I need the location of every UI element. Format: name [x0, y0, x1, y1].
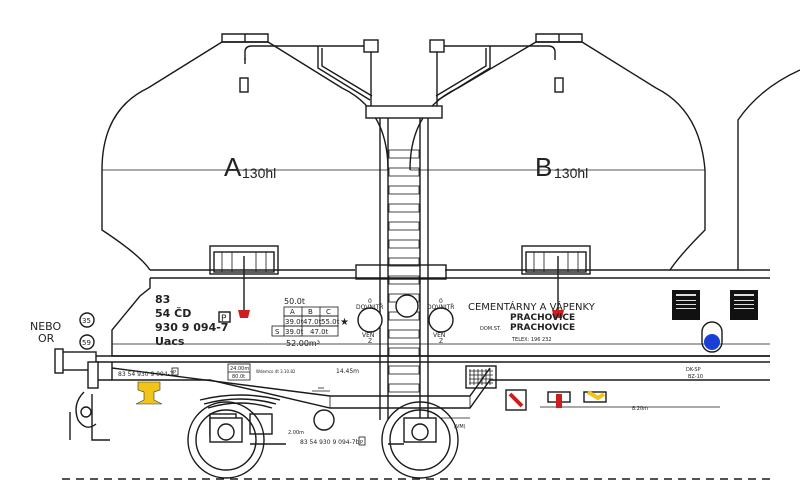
load-table-header-b: B [308, 308, 313, 316]
hopper-b [409, 33, 770, 312]
load-table-r2-a: 39.0t [285, 328, 304, 336]
or-text: OR [38, 332, 55, 345]
valve-right-label-top: DOVNITŘ [427, 303, 454, 311]
handle-red-2[interactable] [547, 391, 571, 408]
p-badge: P [221, 314, 227, 324]
ladder-rung [388, 275, 420, 285]
hopper-b-letter: B [535, 152, 552, 182]
valve-left-top: 0 [368, 298, 372, 305]
dk-label-2: BZ-10 [688, 374, 703, 380]
company-line1: CEMENTÁRNY A VÁPENKY [468, 300, 596, 313]
valve-right-top: 0 [439, 298, 443, 305]
ladder-rung [388, 239, 420, 249]
valve-left-bottom: Z [368, 338, 372, 345]
handle-red[interactable] [505, 389, 527, 411]
grille-lines [469, 369, 493, 385]
hopper-c-partial [737, 69, 800, 270]
ladder-rung [388, 329, 420, 339]
wagon-line2: 54 ČD [155, 307, 191, 320]
load-table-header-c: C [326, 308, 331, 316]
bogie-p-box [358, 436, 366, 446]
ladder [388, 149, 420, 393]
right-dim: 8.20m [632, 406, 648, 412]
load-table-bottom: 52.00m³ [286, 339, 320, 348]
underframe [95, 362, 770, 409]
placard-marks [676, 294, 754, 309]
handle-yellow[interactable] [583, 390, 607, 403]
load-table-star: ★ [340, 317, 349, 328]
ladder-rung [388, 149, 420, 159]
coupling-marker[interactable] [135, 381, 163, 405]
ladder-rung [388, 221, 420, 231]
wagon-line1: 83 [155, 293, 170, 306]
wagon-line3: 930 9 094-7 [155, 321, 228, 334]
valve-right-label-bottom: VEN [433, 332, 445, 339]
ladder-rung [388, 383, 420, 393]
ladder-rung [388, 185, 420, 195]
lamp-housing [701, 321, 723, 353]
ladder-rung [388, 167, 420, 177]
load-table-r1-b: 47.0t [303, 318, 322, 326]
discharge-marker-a [238, 310, 250, 318]
company-line2: PRACHOVICE [510, 313, 575, 323]
hopper-b-volume: 130hl [554, 165, 588, 181]
frame-number: 83 54 930 9 094-7 [118, 371, 174, 378]
top-piping [244, 39, 556, 420]
ladder-rung [388, 365, 420, 375]
wagon-body [95, 264, 770, 363]
ladder-rung [388, 347, 420, 357]
discharge-marker-b [552, 310, 564, 318]
ladder-rung [388, 203, 420, 213]
bogie-p: P [360, 440, 363, 446]
load-table-r2-label: S [275, 328, 280, 336]
hopper-a [101, 33, 389, 312]
load-table-r1-a: 39.0t [285, 318, 304, 326]
valve-right[interactable] [428, 307, 454, 333]
wheel-left [187, 401, 265, 479]
nebo-circle-1-text: 35 [82, 317, 91, 325]
valve-right-bottom: Z [439, 338, 443, 345]
load-table-top: 50.0t [284, 297, 305, 306]
nebo-circle-1 [79, 312, 95, 328]
hopper-a-volume: 130hl [242, 165, 276, 181]
wheel-right [381, 401, 459, 479]
valve-left-label-top: DOVNITŘ [356, 303, 383, 311]
wagon-line4: Uacs [155, 335, 185, 348]
nebo-circle-2-text: 59 [82, 339, 91, 347]
p-badge-box [218, 311, 231, 323]
brake-tag: (VM) [454, 424, 466, 430]
small-box-top: 24.00m [230, 366, 249, 372]
valve-left-label-bottom: VEN [362, 332, 374, 339]
nebo-text: NEBO [30, 320, 62, 333]
company-line3: PRACHOVICE [510, 323, 575, 333]
company-dom-label: DOM.ST. [480, 326, 501, 332]
buffer-coupler[interactable] [54, 348, 110, 441]
company-telex: TELEX: 196 232 [511, 337, 552, 343]
blue-lamp [704, 334, 720, 350]
load-table-r2-b: 47.0t [310, 328, 329, 336]
load-table: 50.0t A B C 39.0t 47.0t 55.0t S 39.0t 47… [271, 297, 349, 348]
ladder-rung [388, 257, 420, 267]
valve-left[interactable] [357, 294, 419, 333]
length-center: 14.45m [336, 368, 359, 375]
dk-label: DK-SP [686, 367, 701, 373]
frame-p-box [171, 367, 179, 376]
nebo-circle-2 [79, 334, 95, 350]
frame-p: P [173, 370, 176, 376]
bogie-number: 83 54 930 9 094-7b [300, 439, 360, 446]
grille [465, 365, 497, 389]
load-table-r1-c: 55.0t [321, 318, 340, 326]
load-table-header-a: A [290, 308, 295, 316]
left-dim: 2.00m [288, 430, 304, 436]
small-note: Wdemco 4t 3.10.82 [256, 369, 296, 374]
hopper-a-letter: A [224, 152, 242, 182]
small-box-bottom: 80.0t [232, 374, 245, 380]
